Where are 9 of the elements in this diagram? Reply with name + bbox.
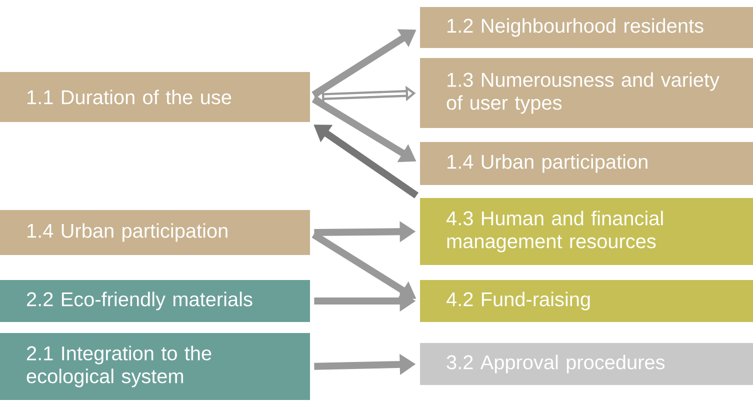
text-box: 1.1 Duration of the use bbox=[0, 72, 310, 122]
text-box: 2.2 Eco-friendly materials bbox=[0, 280, 310, 322]
text-box: 1.2 Neighbourhood residents bbox=[420, 7, 753, 48]
text-box: 4.3 Human and financial management resources bbox=[420, 198, 753, 265]
text-box: 1.4 Urban participation bbox=[420, 142, 753, 185]
text-box: 1.3 Numerousness and variety of user types bbox=[420, 58, 753, 128]
text-box: 4.2 Fund-raising bbox=[420, 280, 753, 322]
text-box: 2.1 Integration to the ecological system bbox=[0, 333, 310, 400]
text-box: 1.4 Urban participation bbox=[0, 210, 310, 255]
